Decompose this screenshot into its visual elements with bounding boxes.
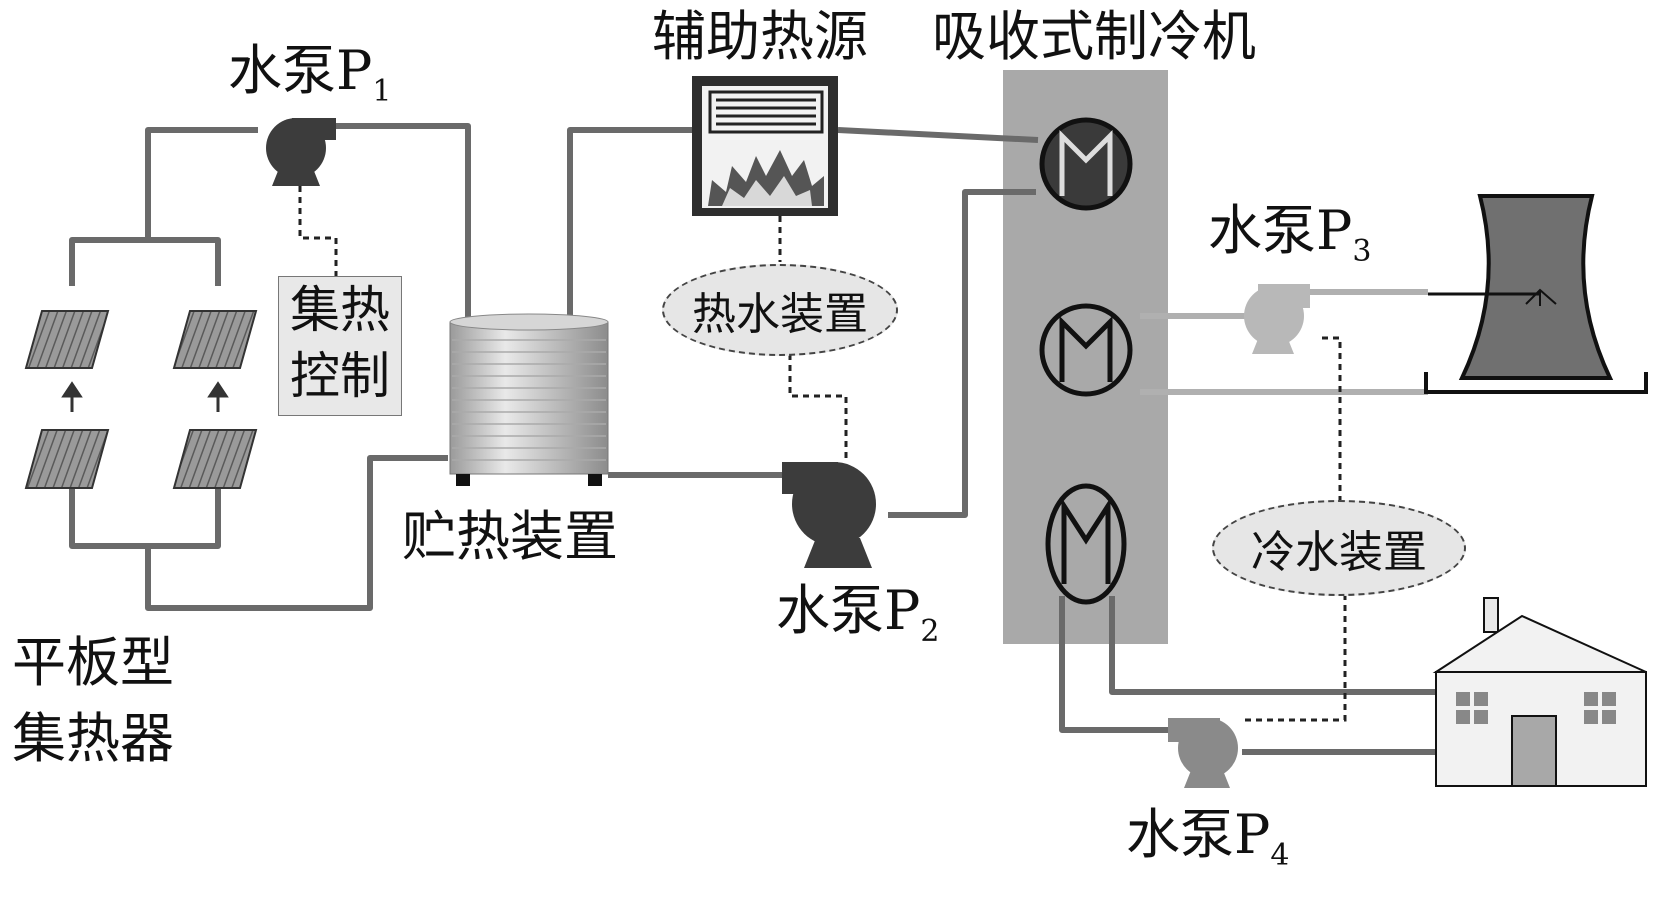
control-lines bbox=[298, 186, 1347, 722]
aux-heat-label: 辅助热源 bbox=[652, 5, 868, 68]
cooling-pipes bbox=[1140, 289, 1428, 395]
collector-control-line2: 控制 bbox=[290, 347, 390, 405]
heat-exchanger-icon bbox=[1045, 483, 1127, 605]
pump-label-p3: 水泵P3 bbox=[1208, 204, 1371, 267]
pump-icon bbox=[782, 462, 876, 568]
pump-icon bbox=[1244, 284, 1310, 354]
collector-control-line1: 集热 bbox=[290, 281, 390, 339]
flow-arrows bbox=[61, 381, 229, 412]
storage-label: 贮热装置 bbox=[402, 505, 618, 568]
solar-collector-icon bbox=[24, 429, 110, 489]
pipes bbox=[69, 123, 1448, 755]
pump-label-word: 水泵P bbox=[1208, 199, 1353, 262]
collector-label-line2: 集热器 bbox=[12, 707, 174, 770]
pump-label-p1: 水泵P1 bbox=[228, 44, 391, 107]
pump-icon bbox=[266, 118, 336, 186]
collector-label-line1: 平板型 bbox=[12, 631, 174, 694]
pump-label-word: 水泵P bbox=[776, 579, 921, 642]
pump-label-p4: 水泵P4 bbox=[1126, 808, 1289, 871]
chiller-label: 吸收式制冷机 bbox=[932, 5, 1256, 68]
pump-label-subscript: 3 bbox=[1352, 234, 1372, 269]
heat-exchanger-icon bbox=[1039, 117, 1133, 211]
solar-collectors bbox=[24, 310, 258, 489]
pump-label-p2: 水泵P2 bbox=[776, 584, 939, 647]
boiler-icon bbox=[692, 76, 838, 216]
storage-tank-icon bbox=[449, 313, 609, 486]
solar-collector-icon bbox=[172, 429, 258, 489]
solar-collector-icon bbox=[172, 310, 258, 369]
pump-label-subscript: 4 bbox=[1270, 838, 1290, 873]
pump-label-subscript: 1 bbox=[372, 74, 392, 109]
house-icon bbox=[1432, 597, 1647, 787]
collector-control-box: 集热 控制 bbox=[278, 276, 402, 416]
heat-exchanger-icon bbox=[1039, 303, 1133, 397]
pump-icon bbox=[1168, 718, 1238, 788]
cooling-tower-icon bbox=[1424, 194, 1648, 394]
hot-water-device: 热水装置 bbox=[662, 264, 898, 356]
cold-water-device: 冷水装置 bbox=[1212, 500, 1466, 596]
pump-label-word: 水泵P bbox=[1126, 803, 1271, 866]
solar-collector-icon bbox=[24, 310, 110, 369]
pump-label-subscript: 2 bbox=[920, 614, 940, 649]
pump-label-word: 水泵P bbox=[228, 39, 373, 102]
